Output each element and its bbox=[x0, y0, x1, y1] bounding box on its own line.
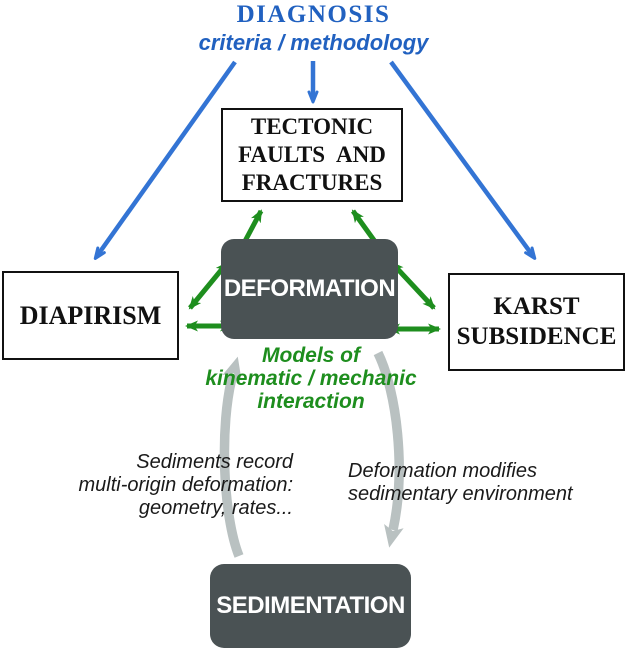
green-arrow-deformation-tectonic-left bbox=[241, 209, 264, 245]
blue-arrow-to-karst bbox=[389, 60, 537, 260]
diapirism-label: DIAPIRISM bbox=[19, 300, 162, 330]
tectonic-line-2: FAULTS AND bbox=[238, 141, 386, 167]
node-karst-subsidence: KARST SUBSIDENCE bbox=[448, 273, 625, 371]
tectonic-line-3: FRACTURES bbox=[241, 170, 383, 196]
green-arrow-deformation-diapirism-diagonal bbox=[188, 261, 229, 310]
node-tectonic-faults-fractures: TECTONIC FAULTS AND FRACTURES bbox=[221, 108, 403, 202]
node-diapirism: DIAPIRISM bbox=[2, 271, 179, 360]
sedimentation-label: SEDIMENTATION bbox=[216, 592, 405, 619]
blue-arrow-to-diapirism bbox=[93, 60, 237, 260]
annotation-models-of-interaction: Models of kinematic / mechanic interacti… bbox=[160, 344, 462, 413]
annotation-sediments-record: Sediments record multi-origin deformatio… bbox=[35, 451, 293, 520]
deformation-label: DEFORMATION bbox=[223, 275, 396, 302]
sediments-line-3: geometry, rates... bbox=[138, 497, 293, 519]
green-arrow-deformation-karst-diagonal bbox=[390, 261, 436, 310]
node-deformation: DEFORMATION bbox=[221, 239, 398, 339]
models-line-2: kinematic / mechanic bbox=[205, 367, 417, 390]
node-sedimentation: SEDIMENTATION bbox=[210, 564, 411, 648]
diagram-subtitle: criteria / methodology bbox=[198, 30, 429, 55]
gray-arrow-sedimentation-to-deformation bbox=[219, 356, 244, 558]
diagram-title: DIAGNOSIS bbox=[236, 1, 391, 28]
models-line-1: Models of bbox=[262, 344, 360, 367]
modifies-line-1: Deformation modifies bbox=[348, 460, 537, 482]
karst-line-2: SUBSIDENCE bbox=[456, 323, 617, 350]
node-tectonic-label: TECTONIC FAULTS AND FRACTURES bbox=[238, 113, 386, 197]
tectonic-line-1: TECTONIC bbox=[250, 113, 374, 139]
annotation-deformation-modifies: Deformation modifies sedimentary environ… bbox=[348, 460, 588, 506]
karst-line-1: KARST bbox=[493, 292, 580, 320]
node-karst-label: KARST SUBSIDENCE bbox=[457, 292, 617, 353]
modifies-line-2: sedimentary environment bbox=[348, 483, 573, 505]
gray-arrow-deformation-to-sedimentation bbox=[373, 350, 404, 548]
models-line-3: interaction bbox=[257, 390, 365, 413]
green-arrow-deformation-tectonic-right bbox=[350, 209, 379, 245]
sediments-line-2: multi-origin deformation: bbox=[78, 474, 293, 496]
sediments-line-1: Sediments record bbox=[136, 451, 293, 473]
